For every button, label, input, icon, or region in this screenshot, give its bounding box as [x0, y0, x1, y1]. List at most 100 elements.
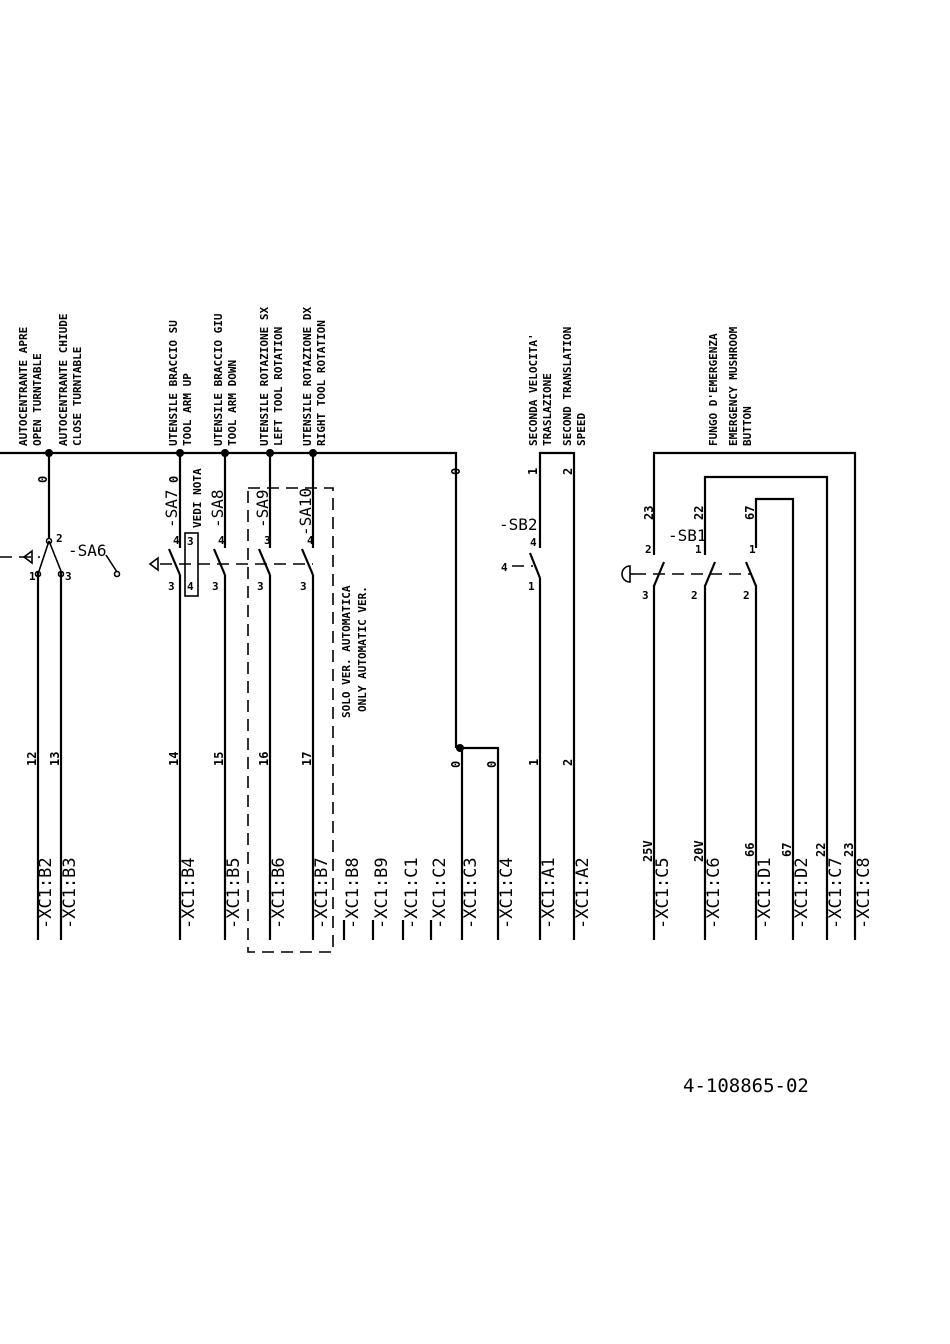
- terminal-label: -XC1:C1: [402, 857, 422, 929]
- label-sa9-en: LEFT TOOL ROTATION: [272, 327, 285, 446]
- circuit-labels: AUTOCENTRANTE APRE OPEN TURNTABLE AUTOCE…: [17, 307, 754, 446]
- device-sb2: -SB2: [499, 515, 538, 534]
- junction-dot: [266, 449, 274, 457]
- wire-number: 0: [485, 761, 499, 768]
- label-sb2-it1: SECONDA VELOCITA': [527, 333, 540, 446]
- junctions: [45, 449, 464, 752]
- sa6-arm-right: [48, 540, 62, 572]
- top-number: 67: [743, 506, 757, 520]
- contact-number: 3: [212, 580, 219, 593]
- wires: [0, 451, 857, 940]
- top-number: 0: [36, 476, 50, 483]
- wire-sb1-22: [703, 475, 829, 940]
- sb2-blade: [528, 552, 542, 579]
- terminal-label: -XC1:C6: [704, 857, 724, 929]
- wire-sb2-loop: [538, 451, 576, 940]
- label-sa6b-it: AUTOCENTRANTE CHIUDE: [57, 314, 70, 446]
- label-sb2-en2: SPEED: [575, 413, 588, 446]
- wire-number: 2: [561, 759, 575, 766]
- terminal-label: -XC1:C5: [653, 857, 673, 929]
- wire-number: 13: [48, 752, 62, 766]
- top-number: 2: [561, 468, 575, 475]
- terminal-label: -XC1:A1: [539, 857, 559, 929]
- label-sa10-it: UTENSILE ROTAZIONE DX: [301, 307, 314, 446]
- terminal-label: -XC1:B9: [372, 857, 392, 929]
- label-sa6-en: OPEN TURNTABLE: [31, 353, 44, 446]
- wire-number: 20V: [692, 840, 706, 862]
- junction-dot: [309, 449, 317, 457]
- label-sa7-it: UTENSILE BRACCIO SU: [167, 320, 180, 446]
- device-sa6: -SA6: [68, 541, 107, 560]
- contact-number: 4: [187, 580, 194, 593]
- terminal-label: -XC1:C7: [826, 857, 846, 929]
- top-number: 22: [692, 506, 706, 520]
- supply-bus: [0, 451, 458, 748]
- label-sa7-en: TOOL ARM UP: [181, 373, 194, 446]
- terminal-label: -XC1:B6: [269, 857, 289, 929]
- junction-dot: [176, 449, 184, 457]
- switch-symbols: [0, 532, 758, 597]
- label-sa10-en: RIGHT TOOL ROTATION: [315, 320, 328, 446]
- contact-number: 3: [65, 570, 72, 583]
- contact-number: 1: [749, 543, 756, 556]
- sa9-blade: [257, 548, 272, 576]
- contact-number: 4: [173, 534, 180, 547]
- junction-dot: [221, 449, 229, 457]
- label-sb1-en2: BUTTON: [741, 406, 754, 446]
- label-sb2-en1: SECOND TRANSLATION: [561, 327, 574, 446]
- sa7-note-box: [184, 532, 199, 597]
- terminal-label: -XC1:B3: [60, 857, 80, 929]
- contact-number: 3: [642, 589, 649, 602]
- document-number: 4-108865-02: [683, 1075, 809, 1097]
- junction-dot: [456, 744, 464, 752]
- contact-number: 3: [187, 535, 194, 548]
- automatic-note-en: ONLY AUTOMATIC VER.: [356, 586, 369, 712]
- top-number: 23: [642, 506, 656, 520]
- label-sb2-it2: TRASLAZIONE: [541, 373, 554, 446]
- wire-number: 14: [167, 752, 181, 766]
- sb1-blade-1: [652, 561, 666, 587]
- top-number: 0: [167, 476, 181, 483]
- terminal-label: -XC1:D1: [755, 857, 775, 929]
- terminal-label: -XC1:B2: [36, 857, 56, 929]
- junction-dot: [45, 449, 53, 457]
- contact-number: 3: [264, 534, 271, 547]
- wire-number: 1: [527, 759, 541, 766]
- wire-number: 12: [25, 752, 39, 766]
- contact-number: 4: [307, 534, 314, 547]
- sa-actuator-arrow: [148, 556, 159, 572]
- sa7-note: VEDI NOTA: [191, 468, 204, 528]
- sa6-contact: [34, 570, 42, 578]
- contact-number: 2: [743, 589, 750, 602]
- label-sa8-it: UTENSILE BRACCIO GIU: [212, 313, 225, 446]
- sb1-mushroom: [621, 565, 631, 583]
- contact-number: 2: [56, 532, 63, 545]
- contact-number: 1: [695, 543, 702, 556]
- sa10-blade: [300, 548, 315, 576]
- label-sa6b-en: CLOSE TURNTABLE: [71, 347, 84, 446]
- sa6-actuator-arrow: [22, 549, 33, 565]
- contact-number: 1: [29, 570, 36, 583]
- contact-number: 4: [501, 561, 508, 574]
- contact-number: 3: [168, 580, 175, 593]
- device-sa9: -SA9: [253, 489, 272, 528]
- terminal-label: -XC1:B7: [312, 857, 332, 929]
- wire-number: 67: [780, 843, 794, 857]
- lower-wire-numbers: 12 13 14 15 16 17 0 0 1 2 25V 20V 66 67 …: [25, 752, 856, 862]
- contact-number: 2: [691, 589, 698, 602]
- sa6-contact: [57, 570, 65, 578]
- sa8-blade: [212, 548, 227, 576]
- terminal-label: -XC1:C8: [854, 857, 874, 929]
- contact-numbers: 2 1 3 4 3 3 4 4 3 3 3 4 3 4 1 2 1 1 3 2 …: [29, 532, 756, 602]
- top-number: 1: [526, 468, 540, 475]
- top-wire-numbers: 0 0 0 1 2 23 22 67: [36, 468, 757, 520]
- sb1-blade-2: [703, 561, 717, 587]
- contact-number: 4: [530, 536, 537, 549]
- wire-sb1-23: [652, 451, 857, 940]
- terminal-label: -XC1:C3: [461, 857, 481, 929]
- terminal-label: -XC1:C4: [497, 857, 517, 929]
- contact-number: 4: [218, 534, 225, 547]
- top-number: 0: [449, 468, 463, 475]
- wire-number: 66: [743, 843, 757, 857]
